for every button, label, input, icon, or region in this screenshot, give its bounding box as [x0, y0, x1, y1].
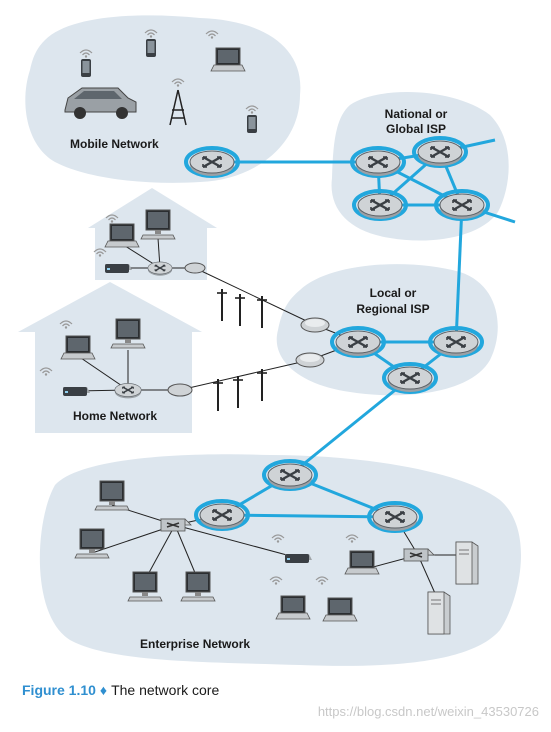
watermark: https://blog.csdn.net/weixin_43530726 — [317, 704, 539, 719]
figure-title: The network core — [111, 682, 220, 698]
server-icon — [455, 541, 479, 585]
regional-isp-label-line1: Local or — [370, 286, 417, 300]
mobile-edge-router — [186, 148, 238, 176]
global-isp-label-line1: National or — [385, 107, 448, 121]
home-modem-bottom — [167, 383, 193, 397]
home-wireless-ap-bottom — [63, 387, 90, 396]
home-network-cloud-top — [88, 188, 217, 280]
enterprise-router-2 — [196, 501, 248, 529]
regional-isp-router-2 — [430, 328, 482, 356]
mobile-network-cloud — [25, 15, 301, 183]
home-modem-top — [184, 262, 206, 274]
utility-pole — [212, 378, 224, 412]
desktop-icon — [74, 528, 110, 559]
server-icon — [427, 591, 451, 635]
utility-pole — [256, 295, 268, 329]
cell-tower-icon — [169, 89, 187, 126]
regional-isp-label-line2: Regional ISP — [356, 302, 429, 316]
enterprise-network-label: Enterprise Network — [140, 637, 250, 651]
isp-modem-2 — [295, 352, 325, 368]
laptop-icon — [344, 550, 380, 575]
regional-isp-router-3 — [384, 364, 436, 392]
enterprise-router-1 — [264, 461, 316, 489]
phone-icon — [81, 59, 91, 77]
global-isp-router-3 — [354, 191, 406, 219]
desktop-icon — [127, 571, 163, 602]
home-router-bottom — [114, 382, 142, 400]
laptop-icon — [60, 335, 96, 360]
enterprise-wireless-ap — [285, 554, 312, 563]
mobile-network-label: Mobile Network — [70, 137, 159, 151]
global-isp-label-line2: Global ISP — [386, 122, 446, 136]
desktop-icon — [180, 571, 216, 602]
regional-isp-router-1 — [332, 328, 384, 356]
phone-icon — [247, 115, 257, 133]
global-isp-router-2 — [414, 138, 466, 166]
utility-pole — [234, 293, 246, 327]
desktop-icon — [94, 480, 130, 511]
home-router-top — [147, 261, 173, 277]
home-wireless-ap-top — [105, 264, 132, 273]
desktop-icon — [110, 318, 146, 349]
caption-separator: ♦ — [99, 682, 108, 698]
laptop-icon — [322, 597, 358, 622]
phone-icon — [146, 39, 156, 57]
desktop-icon — [140, 209, 176, 240]
global-isp-router-1 — [352, 148, 404, 176]
figure-number: Figure 1.10 — [22, 682, 96, 698]
isp-modem-1 — [300, 317, 330, 333]
laptop-icon — [275, 595, 311, 620]
laptop-icon — [104, 223, 140, 248]
laptop-icon — [210, 47, 246, 72]
global-isp-router-4 — [436, 191, 488, 219]
utility-pole — [256, 368, 268, 402]
home-network-label: Home Network — [73, 409, 157, 423]
utility-pole — [232, 375, 244, 409]
regional-isp-cloud — [276, 264, 498, 396]
figure-caption: Figure 1.10♦The network core — [22, 682, 219, 698]
enterprise-router-3 — [369, 503, 421, 531]
utility-pole — [216, 288, 228, 322]
car-icon — [64, 87, 137, 119]
